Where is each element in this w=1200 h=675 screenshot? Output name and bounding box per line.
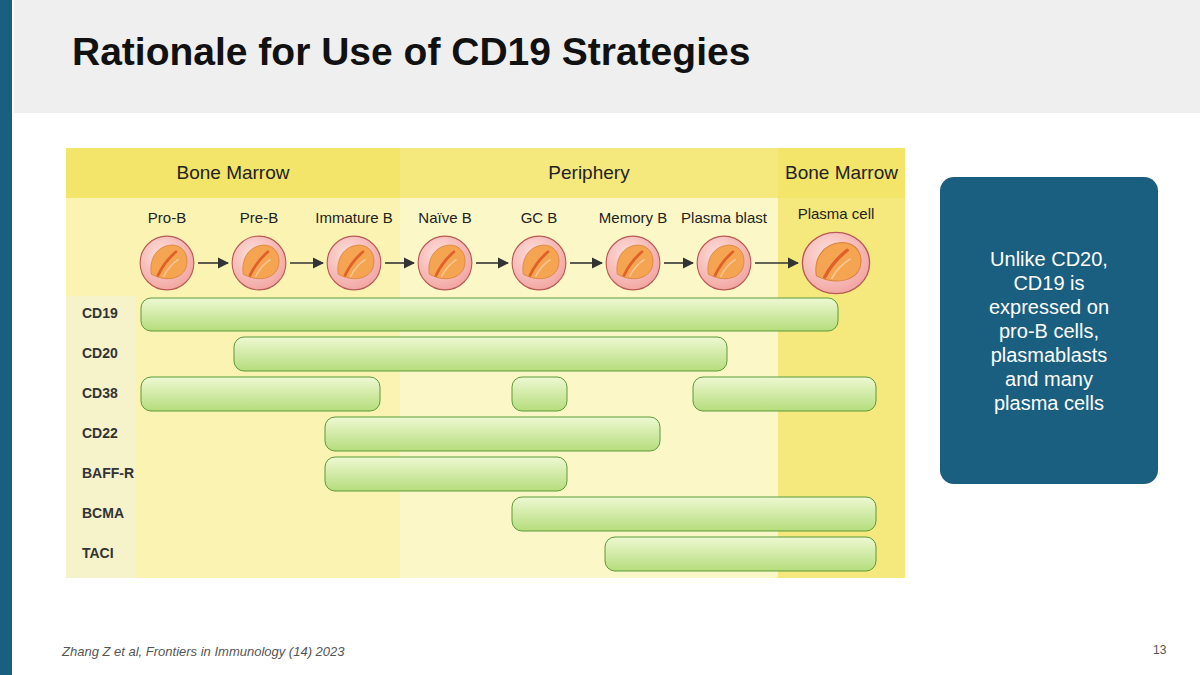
cell-nucleus (429, 245, 465, 279)
expression-bar (605, 537, 876, 571)
callout-text: Unlike CD20, CD19 is expressed on pro-B … (974, 247, 1124, 415)
cell-node: Plasma blast (696, 235, 752, 291)
nucleus-highlight (832, 259, 850, 278)
callout-box: Unlike CD20, CD19 is expressed on pro-B … (940, 177, 1158, 484)
cell-membrane (327, 236, 381, 290)
cell-nucleus (523, 245, 559, 279)
flow-arrow (570, 262, 602, 264)
cell-outline (696, 235, 752, 291)
cell-node: GC B (511, 235, 567, 291)
nucleus-highlight (256, 260, 271, 277)
cell-membrane (512, 236, 566, 290)
cell-outline (139, 235, 195, 291)
cell-membrane (606, 236, 660, 290)
flow-arrow (664, 262, 693, 264)
flow-arrow (755, 262, 798, 264)
marker-label: BAFF-R (82, 465, 134, 481)
flow-arrow (198, 262, 228, 264)
cell-outline (801, 231, 871, 295)
zone-label: Periphery (548, 162, 629, 184)
cell-node: Pre-B (231, 235, 287, 291)
cell-node: Immature B (326, 235, 382, 291)
stage-label: Plasma cell (798, 205, 875, 222)
zone-band: Periphery (400, 148, 778, 198)
cell-membrane (232, 236, 286, 290)
page-number: 13 (1153, 643, 1166, 657)
zone-band: Bone Marrow (778, 148, 905, 198)
expression-bar (512, 377, 567, 411)
cell-outline (417, 235, 473, 291)
marrow-zone (66, 198, 400, 578)
nucleus-highlight (442, 260, 457, 277)
side-strip (0, 0, 12, 675)
expression-bar (512, 497, 876, 531)
marker-label: TACI (82, 545, 114, 561)
expression-bar (234, 337, 727, 371)
marker-label: CD20 (82, 345, 118, 361)
cell-nucleus (816, 243, 861, 281)
row-label-column (66, 296, 135, 578)
cell-outline (231, 235, 287, 291)
expression-bar (141, 377, 380, 411)
zone-label: Bone Marrow (177, 162, 290, 184)
stage-label: Pro-B (148, 209, 186, 226)
cell-membrane (418, 236, 472, 290)
cell-outline (605, 235, 661, 291)
expression-bars (141, 298, 876, 571)
slide-title: Rationale for Use of CD19 Strategies (72, 30, 750, 74)
expression-bar (693, 377, 876, 411)
cell-node: Pro-B (139, 235, 195, 291)
flow-arrow (290, 262, 323, 264)
stage-label: GC B (521, 209, 558, 226)
cell-membrane (697, 236, 751, 290)
marker-label: CD38 (82, 385, 118, 401)
cell-node: Plasma cell (801, 231, 871, 295)
cell-nucleus (708, 245, 744, 279)
cell-outline (326, 235, 382, 291)
cell-node: Memory B (605, 235, 661, 291)
nucleus-highlight (721, 260, 736, 277)
cell-membrane (140, 236, 194, 290)
cell-membrane (802, 232, 869, 293)
title-bar (14, 0, 1200, 113)
zone-band: Bone Marrow (66, 148, 400, 198)
nucleus-highlight (164, 260, 179, 277)
stage-label: Naïve B (418, 209, 471, 226)
nucleus-highlight (351, 260, 366, 277)
cell-nucleus (617, 245, 653, 279)
zone-label: Bone Marrow (785, 162, 898, 184)
source-caption: Zhang Z et al, Frontiers in Immunology (… (62, 644, 345, 659)
cell-node: Naïve B (417, 235, 473, 291)
marker-label: CD22 (82, 425, 118, 441)
stage-label: Plasma blast (681, 209, 767, 226)
stage-label: Pre-B (240, 209, 278, 226)
flow-arrow (385, 262, 414, 264)
marker-label: BCMA (82, 505, 124, 521)
nucleus-highlight (536, 260, 551, 277)
expression-bar (141, 298, 838, 331)
cell-outline (511, 235, 567, 291)
flow-arrow (476, 262, 508, 264)
cell-nucleus (151, 245, 187, 279)
expression-bar (325, 417, 660, 451)
cell-nucleus (338, 245, 374, 279)
marker-label: CD19 (82, 305, 118, 321)
cell-nucleus (243, 245, 279, 279)
stage-label: Immature B (315, 209, 393, 226)
expression-bar (325, 457, 567, 491)
nucleus-highlight (630, 260, 645, 277)
stage-label: Memory B (599, 209, 667, 226)
